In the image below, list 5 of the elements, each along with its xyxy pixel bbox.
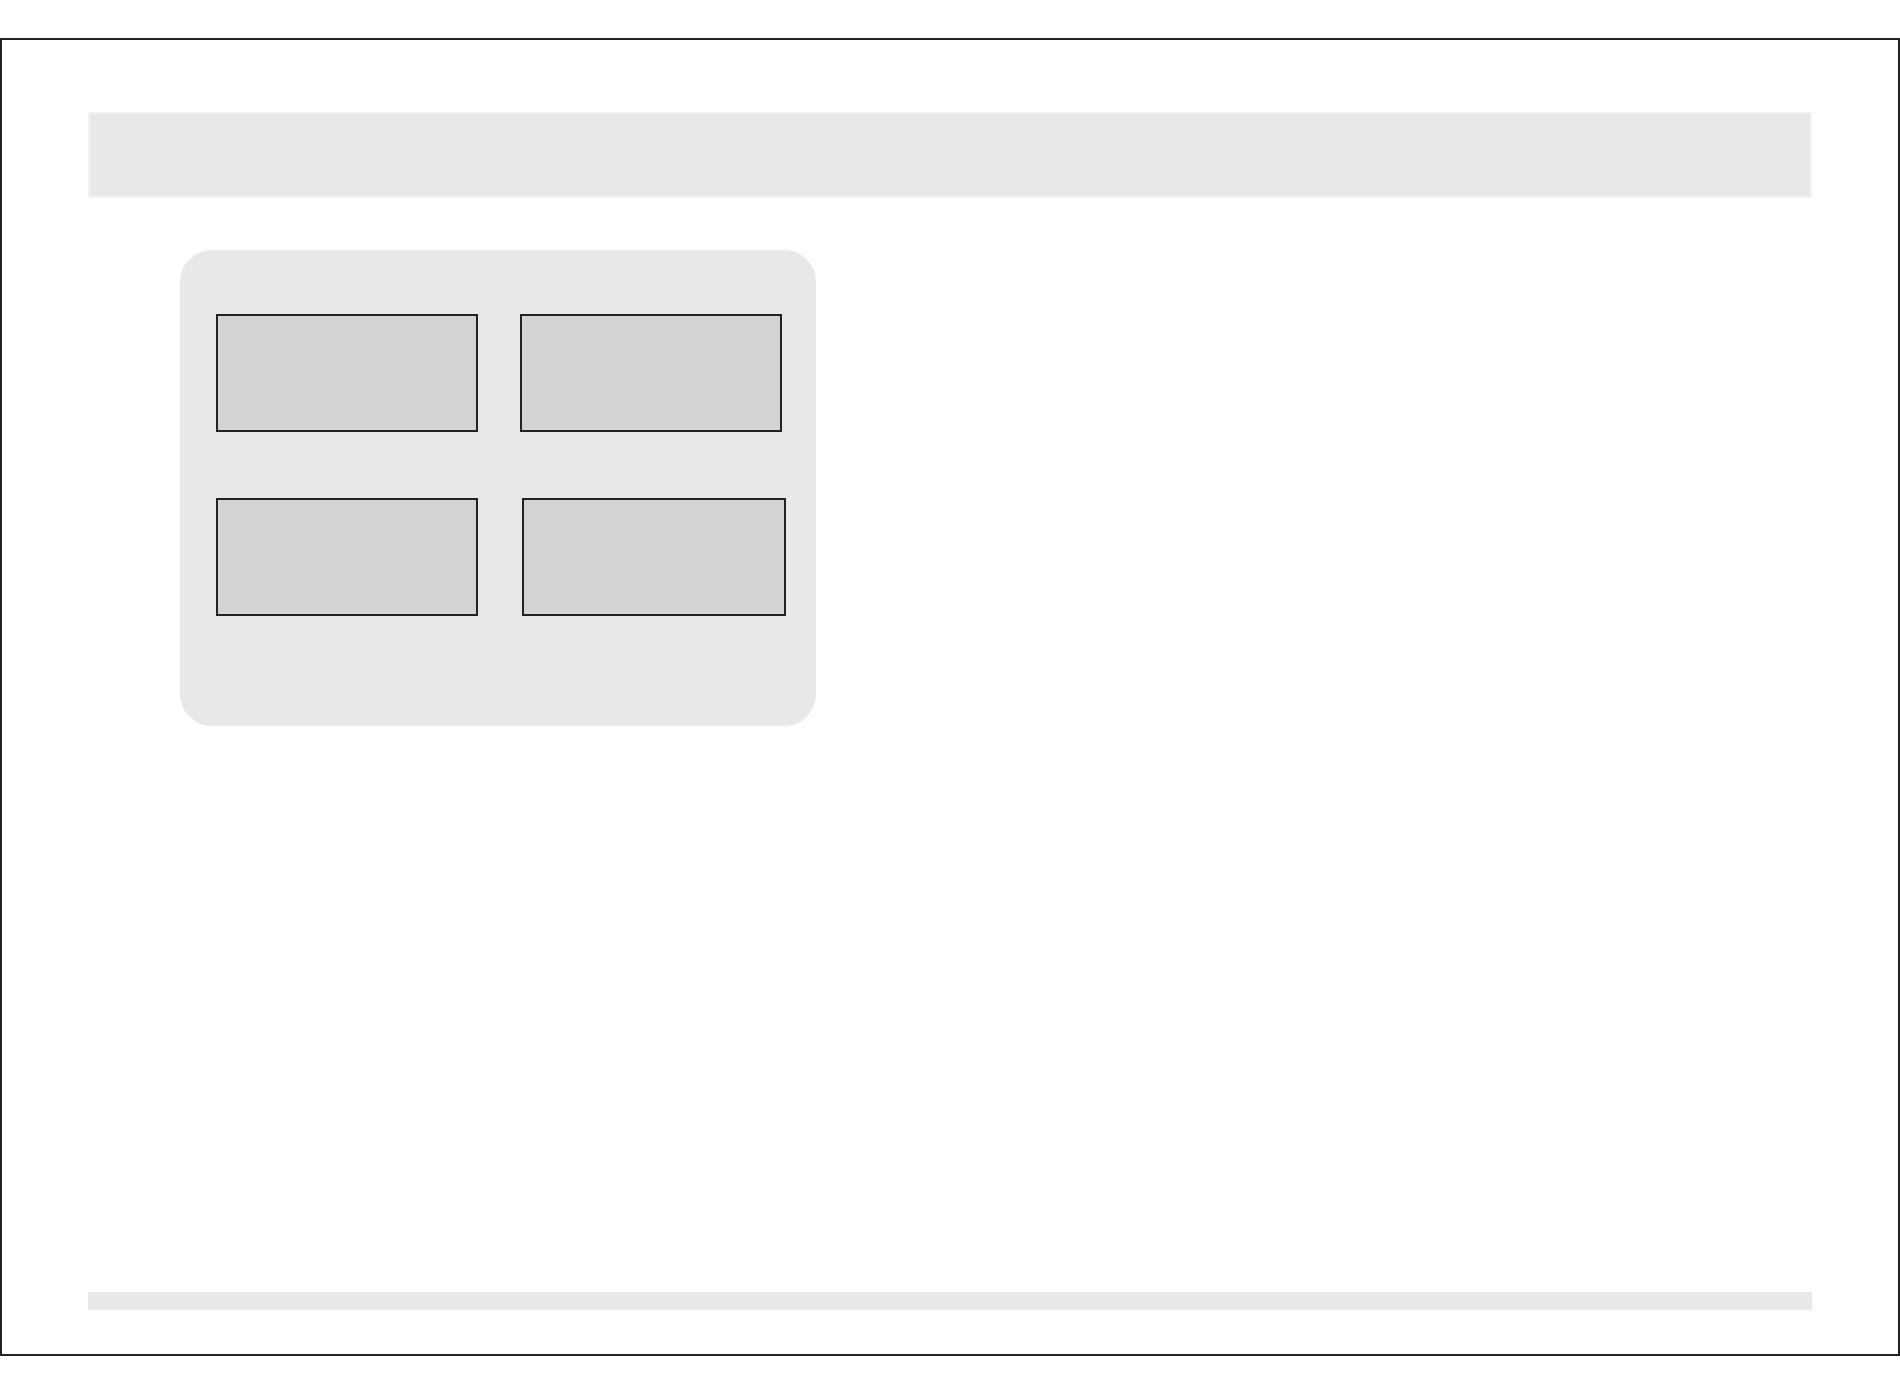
placeholder-box bbox=[522, 498, 786, 616]
placeholder-box bbox=[520, 314, 782, 432]
placeholder-box bbox=[216, 314, 478, 432]
content-panel bbox=[180, 250, 816, 726]
placeholder-box bbox=[216, 498, 478, 616]
